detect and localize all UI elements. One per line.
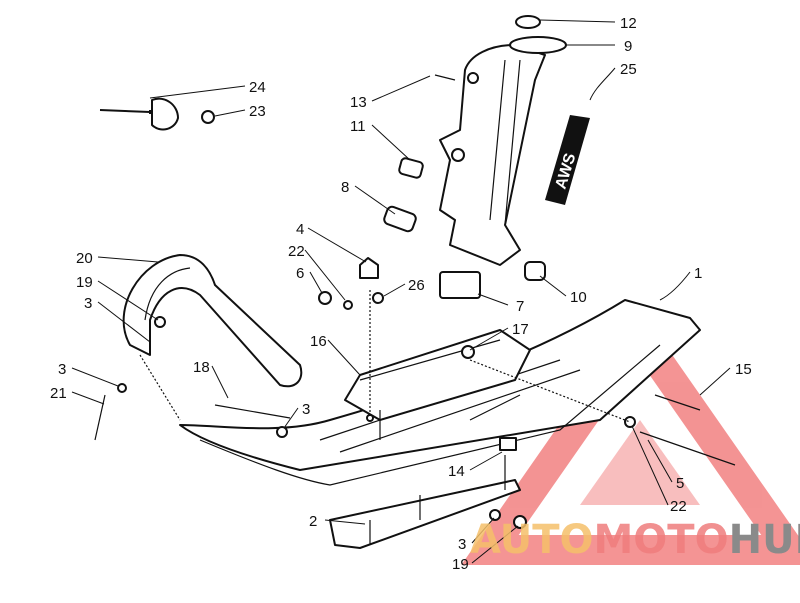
callout-16: 16 — [310, 333, 327, 350]
callout-15: 15 — [735, 361, 752, 378]
callout-22: 22 — [670, 498, 687, 515]
callout-25: 25 — [620, 61, 637, 78]
callout-3: 3 — [302, 401, 310, 418]
callout-1: 1 — [694, 265, 702, 282]
callout-5: 5 — [676, 475, 684, 492]
leader-lines — [71, 19, 731, 564]
callout-26: 26 — [408, 277, 425, 294]
callout-4: 4 — [296, 221, 304, 238]
callout-22: 22 — [288, 243, 305, 260]
callout-3: 3 — [458, 536, 466, 553]
aws-decal: AWS — [545, 115, 590, 205]
callout-18: 18 — [193, 359, 210, 376]
callout-6: 6 — [296, 265, 304, 282]
callout-19: 19 — [452, 556, 469, 573]
ski-handle — [122, 254, 303, 388]
spindle-column — [439, 15, 567, 266]
callout-20: 20 — [76, 250, 93, 267]
callout-11: 11 — [350, 118, 366, 135]
callout-10: 10 — [570, 289, 587, 306]
callout-2: 2 — [309, 513, 317, 530]
watermark-text: AUTOMOTOHUB — [470, 517, 800, 563]
callout-23: 23 — [249, 103, 266, 120]
callout-labels: 1 12 9 25 24 23 13 11 8 4 22 6 26 7 10 1… — [50, 15, 752, 573]
callout-3: 3 — [84, 295, 92, 312]
callout-7: 7 — [516, 298, 524, 315]
callout-14: 14 — [448, 463, 465, 480]
callout-12: 12 — [620, 15, 637, 32]
hardware — [94, 74, 736, 545]
callout-13: 13 — [350, 94, 367, 111]
decal-text: AWS — [553, 151, 580, 191]
callout-21: 21 — [50, 385, 67, 402]
callout-3: 3 — [58, 361, 66, 378]
callout-19: 19 — [76, 274, 93, 291]
callout-24: 24 — [249, 79, 266, 96]
callout-9: 9 — [624, 38, 632, 55]
watermark-triangle-logo — [461, 308, 800, 565]
callout-8: 8 — [341, 179, 349, 196]
callout-17: 17 — [512, 321, 529, 338]
